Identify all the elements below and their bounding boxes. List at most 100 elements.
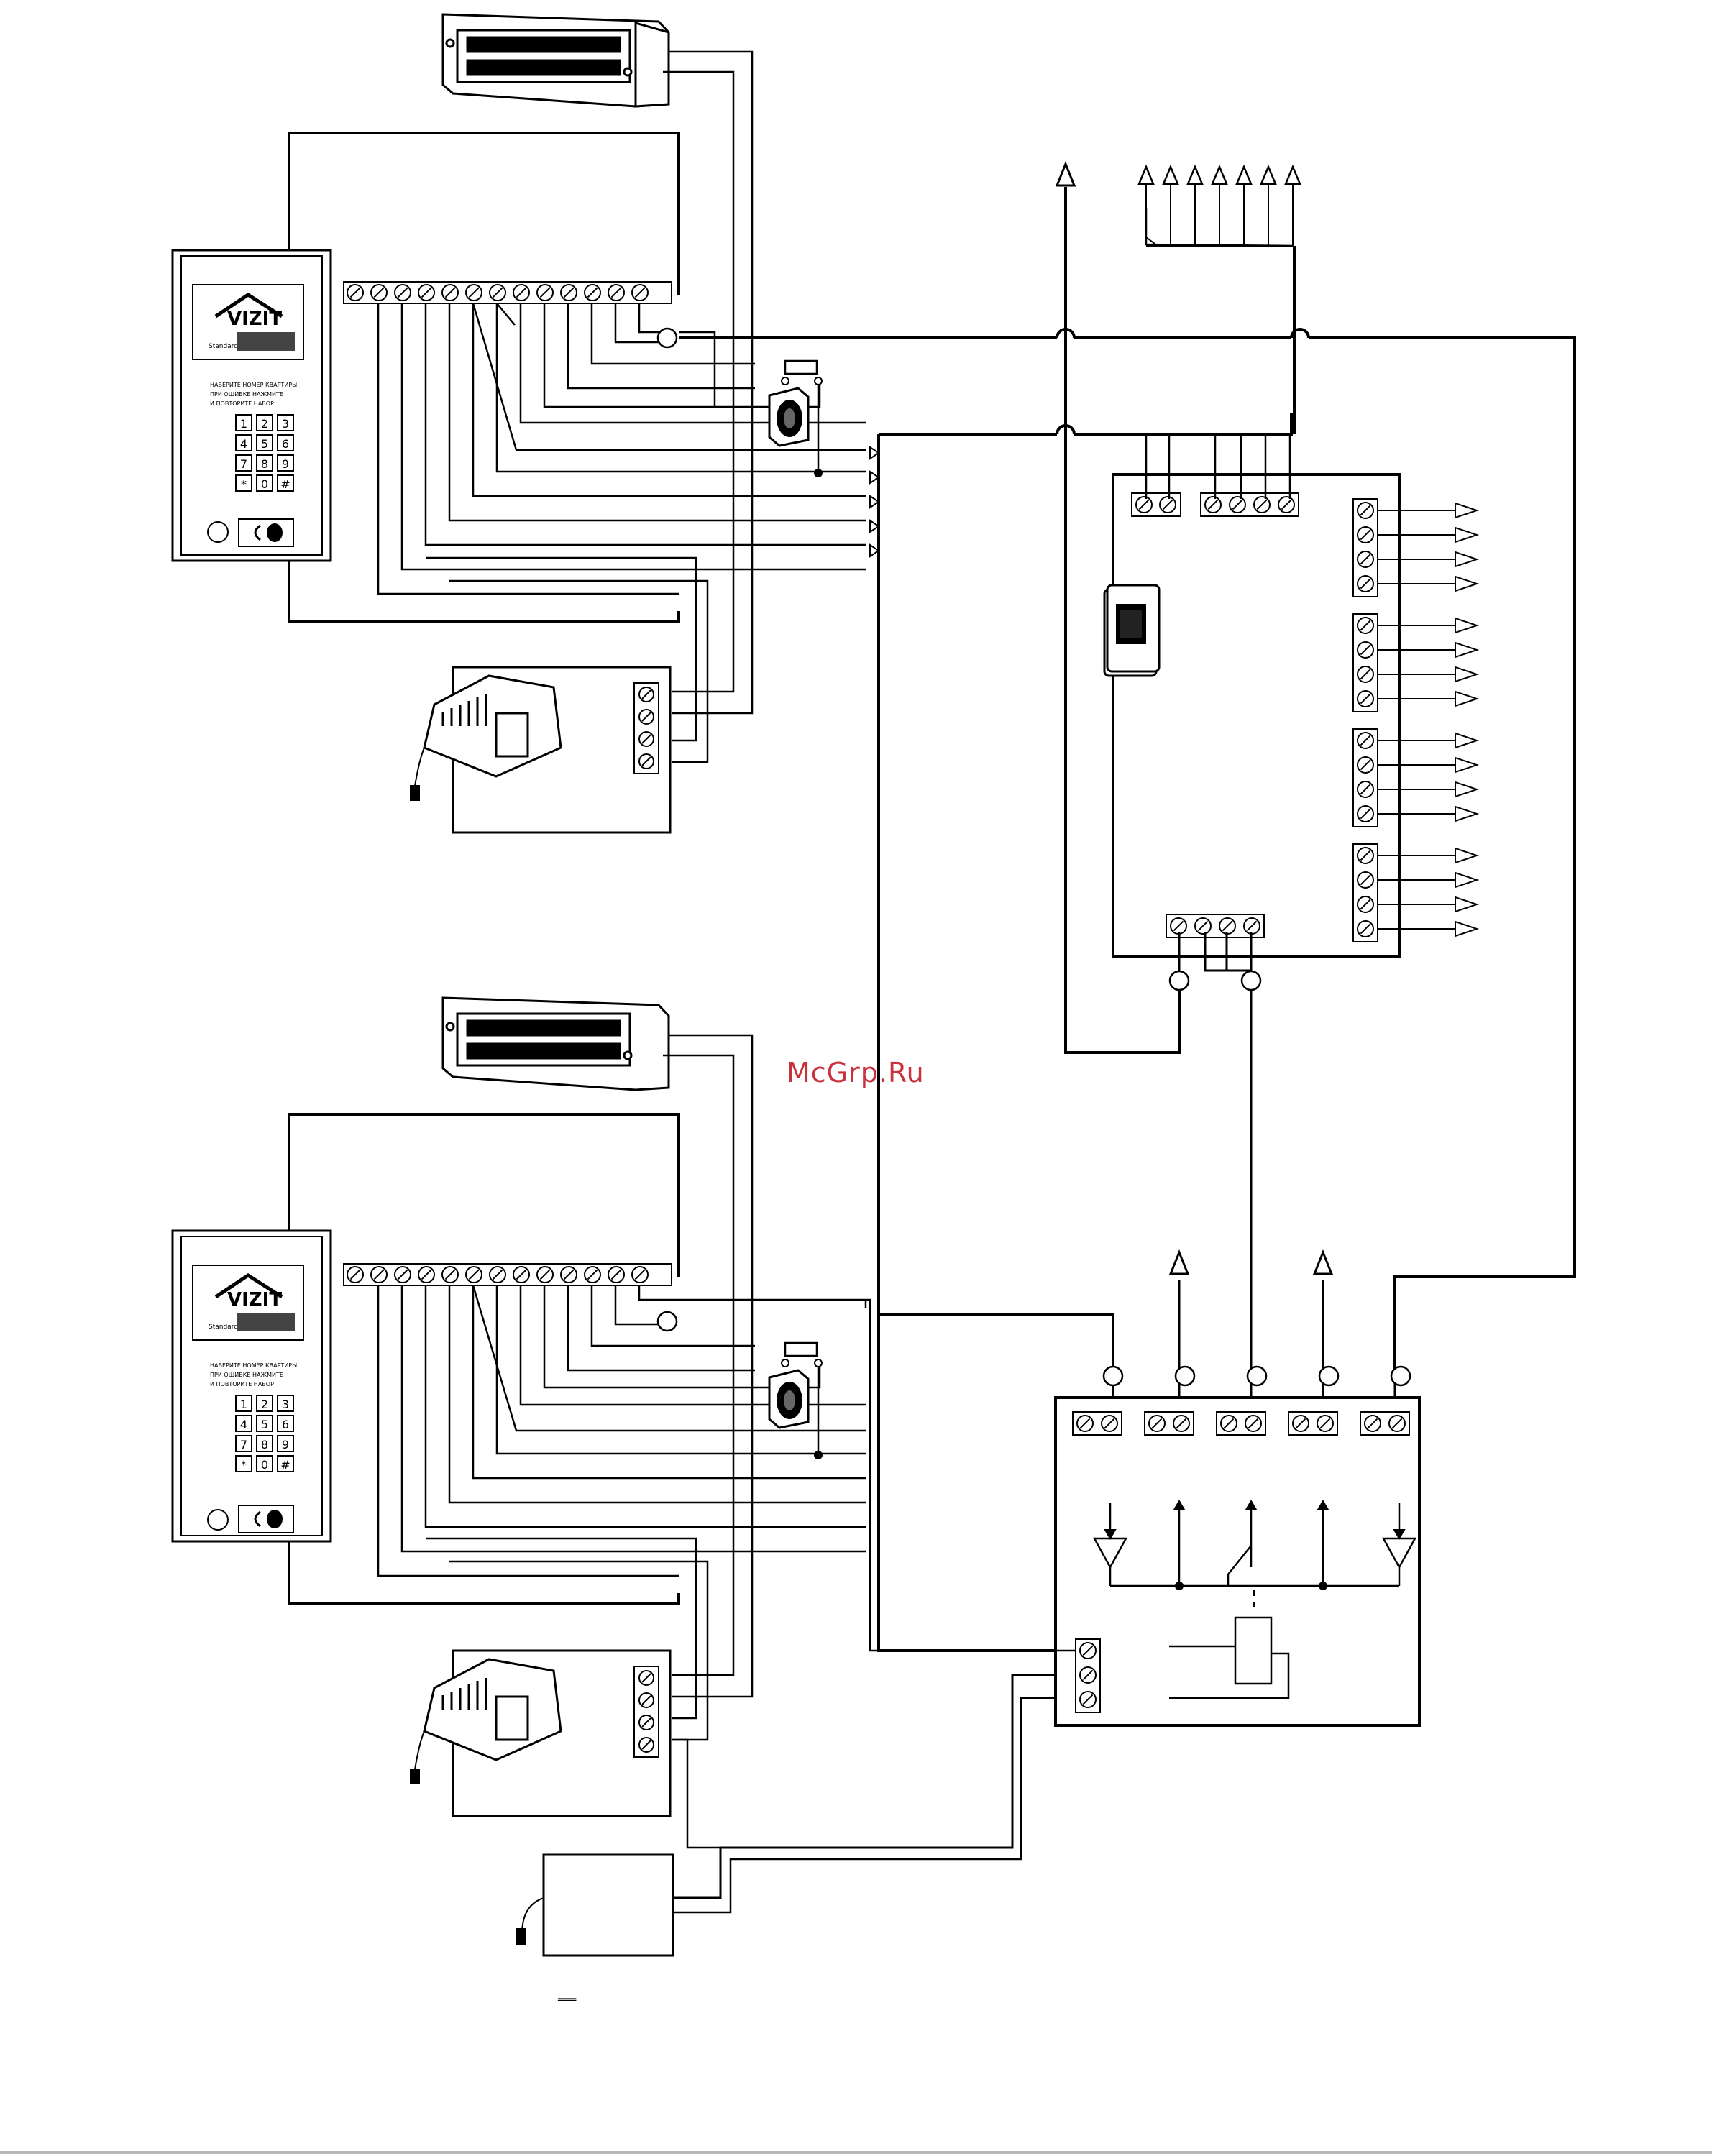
- panel-1-key-0: 0: [261, 477, 268, 491]
- call-panel-1: VIZIT Standard НАБЕРИТЕ НОМЕР КВАРТИРЫ П…: [173, 250, 331, 561]
- psu-screw: [639, 754, 654, 769]
- terminal-screw: [442, 1267, 458, 1283]
- electromagnetic-lock-top: [443, 14, 669, 106]
- panel-2-model: Standard: [209, 1324, 238, 1331]
- output-arrow-icon: [1455, 667, 1477, 682]
- output-screw: [1358, 666, 1373, 682]
- top-output-arrows: [1139, 167, 1300, 184]
- input-screw: [1136, 497, 1152, 513]
- terminal-screw: [585, 285, 600, 301]
- panel-2-key-5: 5: [261, 1418, 268, 1431]
- input-screw: [1205, 497, 1221, 513]
- power-supply-screws: [639, 687, 654, 1752]
- input-screw: [1230, 497, 1245, 513]
- panel-1-key-8: 8: [261, 457, 268, 471]
- panel-1-brand: VIZIT: [227, 308, 282, 330]
- relay-input-screw: [1080, 1643, 1096, 1659]
- panel-1-instruction-1: НАБЕРИТЕ НОМЕР КВАРТИРЫ: [210, 382, 297, 388]
- panel-1-key-hash: #: [280, 477, 290, 491]
- output-screw: [1358, 691, 1373, 707]
- output-arrow-icon: [1455, 758, 1477, 772]
- terminal-screw: [418, 285, 434, 301]
- output-screw: [1358, 551, 1373, 567]
- terminal-screw: [608, 1267, 624, 1283]
- output-arrow-icon: [1455, 807, 1477, 821]
- panel-2-key-2: 2: [261, 1398, 268, 1411]
- panel-2-key-4: 4: [240, 1418, 247, 1431]
- output-arrow-icon: [1455, 618, 1477, 633]
- relay-screw: [1317, 1416, 1333, 1431]
- auxiliary-power-supply: ═══: [516, 1675, 1076, 2006]
- relay-screw: [1173, 1416, 1189, 1431]
- relay-junction-circles: [1104, 971, 1410, 1385]
- exit-button-top: [769, 361, 823, 477]
- terminal-screw: [513, 285, 529, 301]
- output-screw: [1358, 642, 1373, 658]
- relay-screw: [1389, 1416, 1405, 1431]
- input-screw: [1254, 497, 1270, 513]
- panel-2-reader-icon: [239, 1505, 293, 1533]
- top-output-wires: [1146, 184, 1294, 246]
- panel-1-instruction-2: ПРИ ОШИБКЕ НАЖМИТЕ: [210, 391, 283, 398]
- output-screw: [1358, 921, 1373, 937]
- output-screw: [1358, 618, 1373, 633]
- relay-input-wires: [866, 1300, 1076, 1651]
- psu-screw: [639, 732, 654, 746]
- relay-screw: [1365, 1416, 1381, 1431]
- relay-screw: [1293, 1416, 1309, 1431]
- terminal-screw: [561, 285, 577, 301]
- output-screw: [1358, 576, 1373, 592]
- exit-button-bottom: [769, 1343, 823, 1459]
- output-screw: [1358, 757, 1373, 773]
- bus-screw: [1219, 918, 1235, 934]
- output-arrow-icon: [1455, 782, 1477, 797]
- panel-2-key-1: 1: [240, 1398, 247, 1411]
- terminal-screw: [442, 285, 458, 301]
- output-arrow-icon: [1455, 577, 1477, 591]
- watermark: McGrp.Ru: [787, 1057, 925, 1088]
- panel-1-key-9: 9: [282, 457, 289, 471]
- bus-screw: [1244, 918, 1260, 934]
- power-supply-top: [410, 667, 670, 832]
- panel-1-key-star: *: [241, 477, 247, 491]
- terminal-screw: [371, 285, 387, 301]
- relay-screw: [1149, 1416, 1165, 1431]
- output-arrow-icon: [1455, 503, 1477, 518]
- output-arrow-icon: [1455, 552, 1477, 566]
- panel-1-camera-icon: [208, 522, 228, 542]
- panel-1-key-1: 1: [240, 417, 247, 431]
- panel-2-key-star: *: [241, 1458, 247, 1472]
- output-arrow-icon: [1455, 922, 1477, 936]
- panel-1-reader-icon: [239, 519, 293, 546]
- bus-screw: [1171, 918, 1186, 934]
- psu-screw: [639, 687, 654, 702]
- relay-top-wires: [1113, 978, 1395, 1398]
- output-screw: [1358, 503, 1373, 518]
- controller-module-icon: [1104, 585, 1159, 676]
- terminal-screw: [418, 1267, 434, 1283]
- terminal-screw: [371, 1267, 387, 1283]
- relay-screw: [1077, 1416, 1093, 1431]
- output-arrow-icon: [1455, 733, 1477, 748]
- footer-rule: [0, 2151, 1712, 2154]
- terminal-screw: [513, 1267, 529, 1283]
- output-screw: [1358, 848, 1373, 863]
- relay-input-screw: [1080, 1667, 1096, 1683]
- panel-2-key-8: 8: [261, 1438, 268, 1451]
- output-arrow-icon: [1455, 848, 1477, 863]
- panel-1-instruction-3: И ПОВТОРИТЕ НАБОР: [210, 400, 274, 407]
- psu-screw: [639, 1693, 654, 1707]
- input-screw: [1160, 497, 1176, 513]
- electromagnetic-lock-bottom: [443, 998, 669, 1090]
- terminal-screw: [608, 285, 624, 301]
- psu-screw: [639, 710, 654, 724]
- panel-1-model: Standard: [209, 343, 238, 350]
- terminal-screw: [347, 1267, 363, 1283]
- terminal-screw: [561, 1267, 577, 1283]
- panel-1-key-2: 2: [261, 417, 268, 431]
- output-screw: [1358, 872, 1373, 888]
- panel-2-camera-icon: [208, 1510, 228, 1530]
- output-screw: [1358, 733, 1373, 748]
- power-supply-bottom: [410, 1651, 670, 1816]
- output-arrow-icon: [1455, 692, 1477, 706]
